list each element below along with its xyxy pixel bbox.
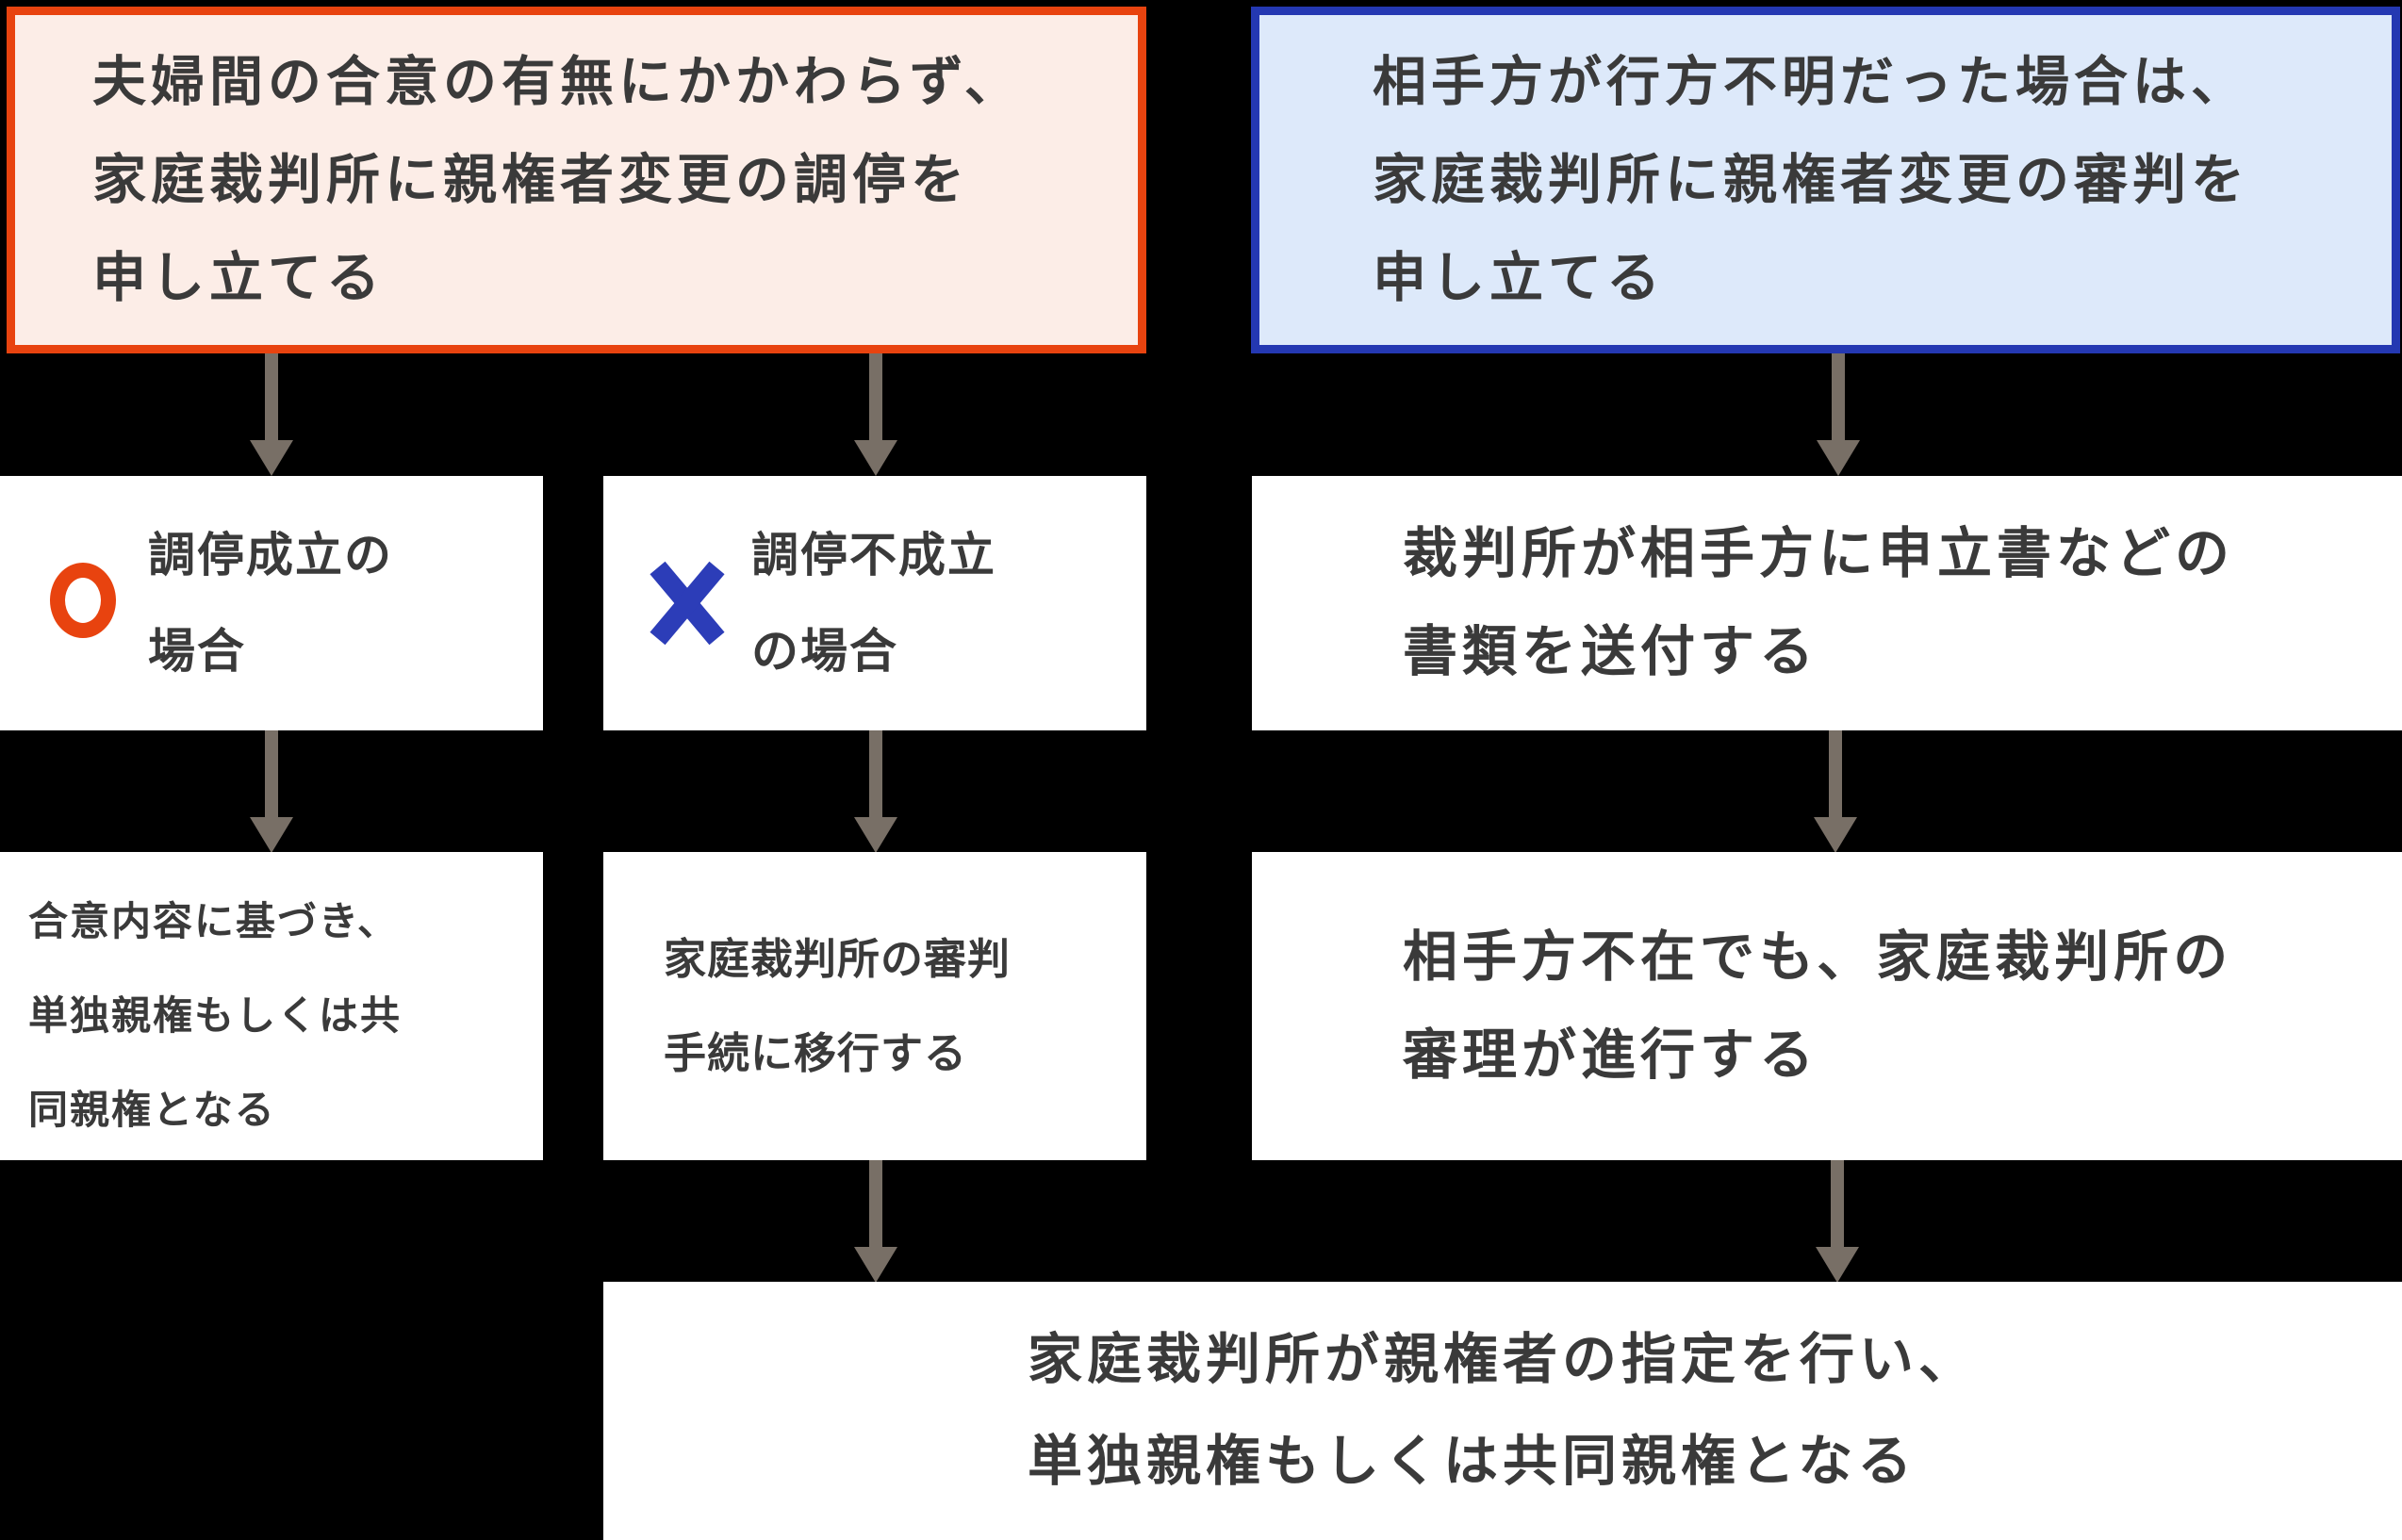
node-trial-proceeds: 相手方不在でも、家庭裁判所の 審理が進行する (1252, 852, 2402, 1160)
down-arrow (250, 353, 293, 476)
node-text-line: 同親権となる (28, 1087, 276, 1132)
success-circle-icon (50, 563, 116, 638)
node-text-line: 調停不成立 (751, 529, 996, 582)
node-text-line: 申し立てる (92, 248, 385, 308)
node-text-line: 夫婦間の合意の有無にかかわらず、 (92, 52, 1023, 112)
down-arrow (1816, 1160, 1859, 1283)
down-arrow (854, 1160, 897, 1283)
node-text-line: 書類を送付する (1403, 621, 1819, 682)
node-agreement-result: 合意内容に基づき、 単独親権もしくは共 同親権となる (0, 852, 543, 1160)
node-text-line: 単独親権もしくは共 (28, 992, 403, 1038)
node-final-result: 家庭裁判所が親権者の指定を行い、 単独親権もしくは共同親権となる (603, 1282, 2402, 1540)
node-text-line: 家庭裁判所に親権者変更の調停を (92, 150, 969, 210)
node-text-line: 調停成立の (148, 529, 393, 582)
node-text-line: 申し立てる (1373, 248, 1665, 308)
node-mediation-petition: 夫婦間の合意の有無にかかわらず、 家庭裁判所に親権者変更の調停を 申し立てる (7, 7, 1146, 353)
down-arrow (854, 730, 897, 853)
node-transition-to-trial: 家庭裁判所の審判 手続に移行する (603, 852, 1146, 1160)
down-arrow (854, 353, 897, 476)
node-text-line: 場合 (148, 625, 246, 678)
down-arrow (1817, 353, 1860, 476)
node-mediation-success: 調停成立の 場合 (0, 476, 543, 730)
failure-cross-icon (650, 561, 725, 646)
node-court-sends-documents: 裁判所が相手方に申立書などの 書類を送付する (1252, 476, 2402, 730)
down-arrow (250, 730, 293, 853)
node-mediation-failure: 調停不成立 の場合 (603, 476, 1146, 730)
down-arrow (1814, 730, 1857, 853)
node-trial-petition: 相手方が行方不明だった場合は、 家庭裁判所に親権者変更の審判を 申し立てる (1251, 7, 2400, 353)
node-text-line: 相手方不在でも、家庭裁判所の (1403, 926, 2233, 988)
node-text-line: 家庭裁判所に親権者変更の審判を (1373, 150, 2249, 210)
node-text-line: 家庭裁判所の審判 (664, 934, 1012, 983)
node-text-line: 相手方が行方不明だった場合は、 (1373, 52, 2249, 112)
node-text-line: 家庭裁判所が親権者の指定を行い、 (1027, 1329, 1978, 1390)
node-text-line: 裁判所が相手方に申立書などの (1403, 523, 2235, 584)
node-text-line: の場合 (751, 625, 898, 678)
node-text-line: 合意内容に基づき、 (28, 898, 400, 943)
node-text-line: 単独親権もしくは共同親権となる (1027, 1431, 1917, 1492)
node-text-line: 審理が進行する (1403, 1024, 1819, 1086)
node-text-line: 手続に移行する (664, 1028, 968, 1077)
